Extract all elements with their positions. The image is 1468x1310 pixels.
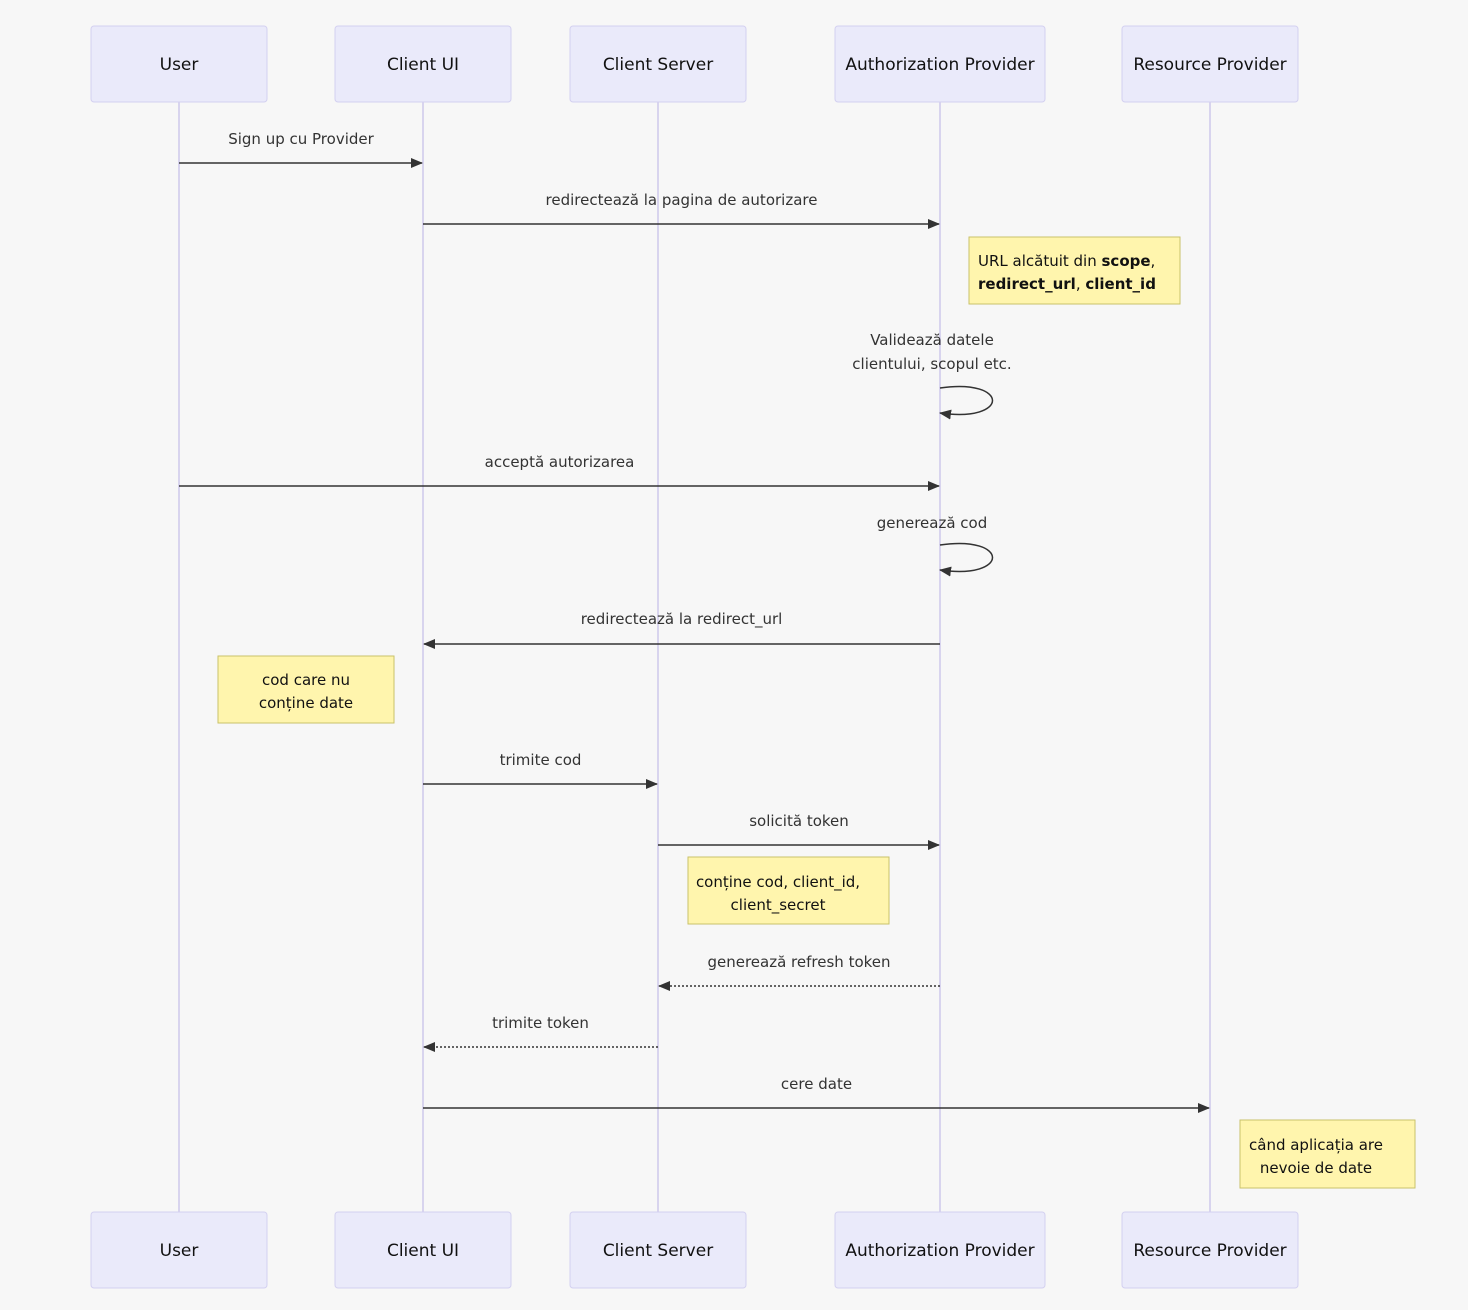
- actor-box: [569, 25, 747, 103]
- message-7: trimite cod: [423, 751, 658, 789]
- actor-box: [90, 25, 268, 103]
- messages: Sign up cu Provider redirectează la pagin…: [179, 130, 1210, 1113]
- actor-label: Resource Provider: [1133, 1241, 1286, 1261]
- actor-label: Client Server: [603, 1241, 713, 1261]
- actor-top-resource-provider: Resource Provider: [1121, 25, 1299, 103]
- note-text: client_secret: [731, 896, 826, 915]
- actor-bottom-client-ui: Client UI: [334, 1211, 512, 1289]
- note-text: nevoie de date: [1260, 1159, 1372, 1177]
- message-label: solicită token: [749, 812, 849, 830]
- message-label: Validează datele: [870, 331, 994, 349]
- message-6: redirectează la redirect_url: [423, 610, 940, 649]
- actor-box: [834, 1211, 1046, 1289]
- actor-box: [1121, 1211, 1299, 1289]
- message-5: generează cod: [877, 514, 994, 577]
- actor-label: Authorization Provider: [845, 1241, 1034, 1261]
- actor-label: Client UI: [387, 55, 459, 75]
- actor-box: [334, 25, 512, 103]
- message-label: trimite token: [492, 1014, 589, 1032]
- note-text: URL alcătuit din scope,: [978, 252, 1155, 270]
- message-label: acceptă autorizarea: [485, 453, 635, 471]
- message-9: generează refresh token: [658, 953, 940, 991]
- message-label: generează refresh token: [707, 953, 890, 971]
- message-label: clientului, scopul etc.: [852, 355, 1011, 373]
- message-label: cere date: [781, 1075, 852, 1093]
- notes: URL alcătuit din scope, redirect_url, cli…: [217, 236, 1416, 1189]
- actor-box: [1121, 25, 1299, 103]
- note-box: [968, 236, 1181, 305]
- message-8: solicită token: [658, 812, 940, 850]
- message-label: Sign up cu Provider: [228, 130, 374, 148]
- actor-label: User: [160, 1241, 199, 1261]
- actor-box: [334, 1211, 512, 1289]
- message-label: generează cod: [877, 514, 988, 532]
- note-2: cod care nu conține date: [217, 655, 395, 724]
- actor-label: User: [160, 55, 199, 75]
- actor-box: [569, 1211, 747, 1289]
- actor-top-client-ui: Client UI: [334, 25, 512, 103]
- note-box: [217, 655, 395, 724]
- message-label: redirectează la pagina de autorizare: [546, 191, 818, 209]
- message-label: trimite cod: [500, 751, 582, 769]
- actor-bottom-user: User: [90, 1211, 268, 1289]
- actor-box: [834, 25, 1046, 103]
- actor-bottom-resource-provider: Resource Provider: [1121, 1211, 1299, 1289]
- actors-bottom: User Client UI Client Server Authorization …: [90, 1211, 1299, 1289]
- message-1: Sign up cu Provider: [179, 130, 423, 168]
- message-label: redirectează la redirect_url: [581, 610, 783, 629]
- message-3: Validează datele clientului, scopul etc.: [852, 331, 1012, 420]
- note-text: conține date: [259, 694, 353, 712]
- self-message-arrow: [939, 542, 994, 577]
- actor-label: Authorization Provider: [845, 55, 1034, 75]
- note-1: URL alcătuit din scope, redirect_url, cli…: [968, 236, 1181, 305]
- actor-bottom-client-server: Client Server: [569, 1211, 747, 1289]
- actor-label: Client Server: [603, 55, 713, 75]
- actor-top-client-server: Client Server: [569, 25, 747, 103]
- note-text: când aplicația are: [1249, 1136, 1383, 1154]
- note-4: când aplicația are nevoie de date: [1239, 1119, 1416, 1189]
- message-10: trimite token: [423, 1014, 658, 1052]
- note-text: cod care nu: [262, 671, 350, 689]
- message-11: cere date: [423, 1075, 1210, 1113]
- note-3: conține cod, client_id, client_secret: [687, 856, 890, 925]
- actor-top-user: User: [90, 25, 268, 103]
- lifelines: [178, 102, 1211, 1212]
- actor-box: [90, 1211, 268, 1289]
- message-2: redirectează la pagina de autorizare: [423, 191, 940, 229]
- actor-top-auth-provider: Authorization Provider: [834, 25, 1046, 103]
- self-message-arrow: [939, 385, 994, 420]
- note-text: conține cod, client_id,: [696, 873, 860, 892]
- actor-label: Resource Provider: [1133, 55, 1286, 75]
- message-4: acceptă autorizarea: [179, 453, 940, 491]
- actor-label: Client UI: [387, 1241, 459, 1261]
- actor-bottom-auth-provider: Authorization Provider: [834, 1211, 1046, 1289]
- note-box: [687, 856, 890, 925]
- note-text: redirect_url, client_id: [978, 275, 1156, 293]
- actors-top: User Client UI Client Server Authorization …: [90, 25, 1299, 103]
- note-box: [1239, 1119, 1416, 1189]
